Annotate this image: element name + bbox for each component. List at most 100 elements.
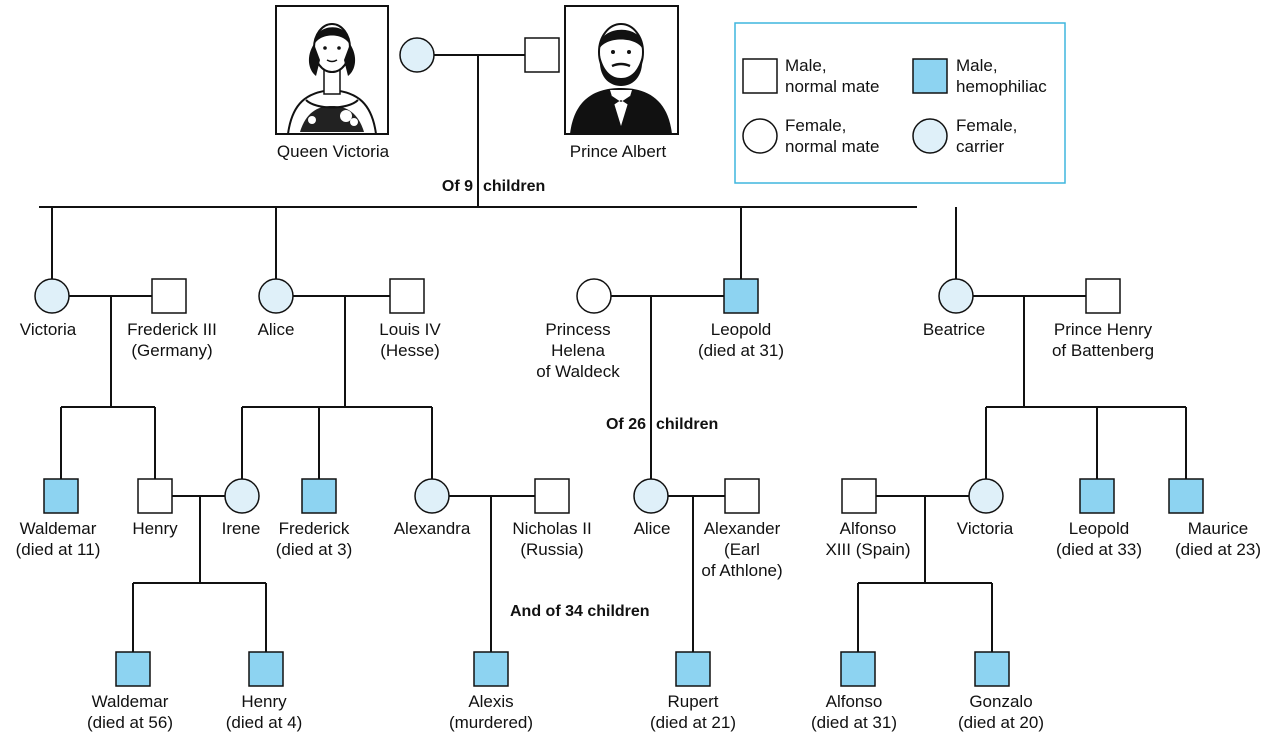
person-alfonso: Alfonso(died at 31): [811, 651, 897, 732]
legend-male-normal-text-line-2: normal mate: [785, 77, 879, 96]
female-carrier-symbol: [34, 278, 70, 314]
person-henry-2: Henry(died at 4): [226, 651, 302, 732]
person-prince-albert: [524, 37, 560, 73]
male-normal-symbol: [389, 278, 425, 314]
person-label-rupert-line-2: (died at 21): [650, 713, 736, 732]
legend-female-carrier-text-line-2: carrier: [956, 137, 1005, 156]
person-label-nicholas-ii-line-2: (Russia): [520, 540, 583, 559]
annotation-of-26-children: children: [656, 416, 718, 433]
person-label-leopold-2-line-2: (died at 33): [1056, 540, 1142, 559]
legend-male-normal-text-line-1: Male,: [785, 56, 827, 75]
person-alice-1: Alice: [258, 278, 294, 339]
female-carrier-symbol: [258, 278, 294, 314]
male-hemophiliac-symbol: [248, 651, 284, 687]
male-hemophiliac-symbol: [43, 478, 79, 514]
legend-frame: [734, 22, 1066, 184]
male-hemophiliac-symbol: [1079, 478, 1115, 514]
female-carrier-symbol: [399, 37, 435, 73]
legend-female-normal-text-line-2: normal mate: [785, 137, 879, 156]
person-waldemar-2: Waldemar(died at 56): [87, 651, 173, 732]
person-label-alfonso-xiii-line-2: XIII (Spain): [825, 540, 910, 559]
person-label-louis-iv-line-2: (Hesse): [380, 341, 440, 360]
female-carrier-symbol: [633, 478, 669, 514]
person-label-helena-line-2: Helena: [551, 341, 605, 360]
annotation-of-26-count: Of 26: [606, 416, 646, 433]
annotation-of-9-count: Of 9: [442, 178, 473, 195]
person-victoria-1: Victoria: [20, 278, 77, 339]
person-nicholas-ii: Nicholas II (Russia): [512, 478, 592, 559]
person-louis-iv: Louis IV (Hesse): [379, 278, 441, 360]
male-hemophiliac-symbol: [115, 651, 151, 687]
person-label-alfonso-xiii-line-1: Alfonso: [840, 519, 897, 538]
legend-female-normal-text-line-1: Female,: [785, 116, 846, 135]
person-alexis: Alexis (murdered): [449, 651, 533, 732]
person-label-frederick-iii-line-2: (Germany): [131, 341, 212, 360]
person-label-alfonso-line-2: (died at 31): [811, 713, 897, 732]
legend-female-carrier-text-line-1: Female,: [956, 116, 1017, 135]
person-label-gonzalo-line-2: (died at 20): [958, 713, 1044, 732]
portrait-prince-albert: [564, 5, 679, 135]
person-label-leopold-2-line-1: Leopold: [1069, 519, 1130, 538]
male-normal-symbol: [151, 278, 187, 314]
female-carrier-symbol: [938, 278, 974, 314]
annotation-of-34: And of 34 children: [510, 603, 650, 620]
annotation-of-9-children: children: [483, 178, 545, 195]
male-hemophiliac-symbol: [301, 478, 337, 514]
person-leopold-2: Leopold (died at 33): [1056, 478, 1142, 559]
person-label-frederick-line-1: Frederick: [279, 519, 350, 538]
female-carrier-symbol: [968, 478, 1004, 514]
legend-female-carrier-symbol: [912, 118, 948, 154]
male-hemophiliac-symbol: [675, 651, 711, 687]
person-label-helena-line-1: Princess: [545, 320, 610, 339]
person-label-leopold-1-line-1: Leopold: [711, 320, 772, 339]
person-label-alexandra-line-1: Alexandra: [394, 519, 471, 538]
legend-male-hemophiliac-text-line-1: Male,: [956, 56, 998, 75]
person-label-alexis-line-1: Alexis: [468, 692, 513, 711]
person-label-maurice-line-2: (died at 23): [1175, 540, 1261, 559]
legend-male-normal-symbol: [742, 58, 778, 94]
person-maurice: Maurice (died at 23): [1168, 478, 1261, 559]
person-label-victoria-1-line-1: Victoria: [20, 320, 77, 339]
person-label-waldemar-2-line-2: (died at 56): [87, 713, 173, 732]
person-label-henry-battenberg-line-1: Prince Henry: [1054, 320, 1153, 339]
person-label-frederick-line-2: (died at 3): [276, 540, 353, 559]
legend-item-male-hemophiliac: Male, hemophiliac: [912, 56, 1047, 96]
person-label-beatrice-line-1: Beatrice: [923, 320, 985, 339]
male-normal-symbol: [137, 478, 173, 514]
legend-male-hemophiliac-symbol: [912, 58, 948, 94]
person-label-alexis-line-2: (murdered): [449, 713, 533, 732]
person-label-alexander-line-1: Alexander: [704, 519, 781, 538]
legend-item-female-carrier: Female, carrier: [912, 116, 1017, 156]
person-label-henry-2-line-1: Henry: [241, 692, 287, 711]
person-label-waldemar-1-line-2: (died at 11): [16, 540, 101, 559]
person-victoria-2: Victoria: [957, 478, 1014, 538]
person-label-alexander-line-3: of Athlone): [701, 561, 782, 580]
person-alexandra: Alexandra: [394, 478, 471, 538]
legend-item-female-normal: Female, normal mate: [742, 116, 879, 156]
person-label-henry-1-line-1: Henry: [132, 519, 178, 538]
person-henry-1: Henry: [132, 478, 178, 538]
person-frederick-iii: Frederick III(Germany): [127, 278, 217, 360]
person-label-waldemar-1-line-1: Waldemar: [20, 519, 97, 538]
portrait-label-victoria: Queen Victoria: [277, 142, 390, 161]
person-label-gonzalo-line-1: Gonzalo: [969, 692, 1032, 711]
person-beatrice: Beatrice: [923, 278, 985, 339]
legend-male-hemophiliac-text-line-2: hemophiliac: [956, 77, 1047, 96]
person-label-nicholas-ii-line-1: Nicholas II: [512, 519, 591, 538]
person-label-irene-line-1: Irene: [222, 519, 261, 538]
person-rupert: Rupert (died at 21): [650, 651, 736, 732]
person-label-louis-iv-line-1: Louis IV: [379, 320, 441, 339]
person-label-victoria-2-line-1: Victoria: [957, 519, 1014, 538]
person-label-maurice-line-1: Maurice: [1188, 519, 1248, 538]
male-normal-symbol: [524, 37, 560, 73]
person-label-rupert-line-1: Rupert: [667, 692, 718, 711]
male-hemophiliac-symbol: [974, 651, 1010, 687]
portrait-queen-victoria: [275, 5, 389, 135]
male-normal-symbol: [1085, 278, 1121, 314]
